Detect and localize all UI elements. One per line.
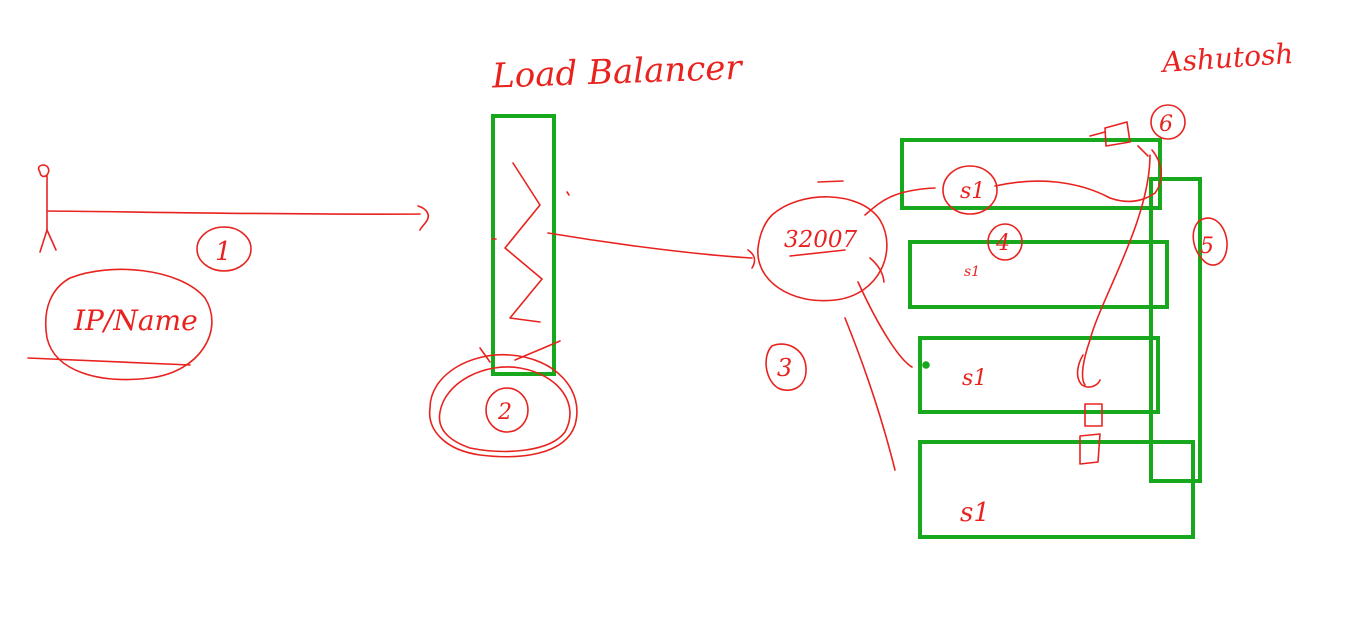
step-5-label: 5 — [1200, 234, 1214, 259]
server-box-1 — [900, 138, 1162, 210]
container-glyph-top — [1089, 121, 1131, 147]
load-balancer-label: Load Balancer — [490, 48, 744, 97]
server-box-4 — [918, 440, 1195, 539]
step-4-label: 4 — [995, 231, 1010, 256]
container-glyph-bottom — [1079, 433, 1101, 465]
ip-name-bubble — [27, 268, 213, 381]
lb-to-port-arrow — [547, 232, 756, 269]
entry-dot — [922, 361, 930, 369]
server-1-label: s1 — [960, 179, 985, 204]
step-6-label: 6 — [1159, 112, 1173, 137]
step-6-marker — [1150, 104, 1186, 140]
client-user-icon — [37, 164, 57, 253]
migration-curve — [1076, 154, 1151, 388]
vertical-group-box — [1149, 177, 1202, 483]
server-box-3 — [918, 336, 1160, 414]
server-4-label: s1 — [960, 498, 990, 528]
step-2-label: 2 — [497, 400, 512, 425]
client-to-lb-arrow — [47, 205, 430, 231]
server-box-2 — [908, 240, 1169, 309]
port-to-servers-lines — [844, 281, 913, 471]
step-4-marker — [987, 223, 1023, 261]
server-2-label: s1 — [964, 264, 980, 280]
step-2-marker — [428, 340, 578, 458]
author-label: Ashutosh — [1158, 37, 1294, 79]
ip-name-label: IP/Name — [73, 304, 198, 337]
port-bubble — [757, 180, 936, 302]
step-3-marker — [765, 343, 807, 392]
container-glyph-middle — [1084, 403, 1103, 427]
step-5-marker — [1192, 217, 1228, 266]
server-1-highlight — [942, 145, 1162, 215]
step-1-label: 1 — [215, 237, 232, 267]
port-label: 32007 — [784, 227, 858, 253]
step-1-marker — [196, 226, 252, 272]
load-balancer-box — [491, 114, 556, 376]
server-3-label: s1 — [962, 366, 987, 391]
lb-zigzag-icon — [491, 162, 543, 323]
stray-mark — [566, 191, 570, 196]
step-3-label: 3 — [777, 354, 792, 382]
